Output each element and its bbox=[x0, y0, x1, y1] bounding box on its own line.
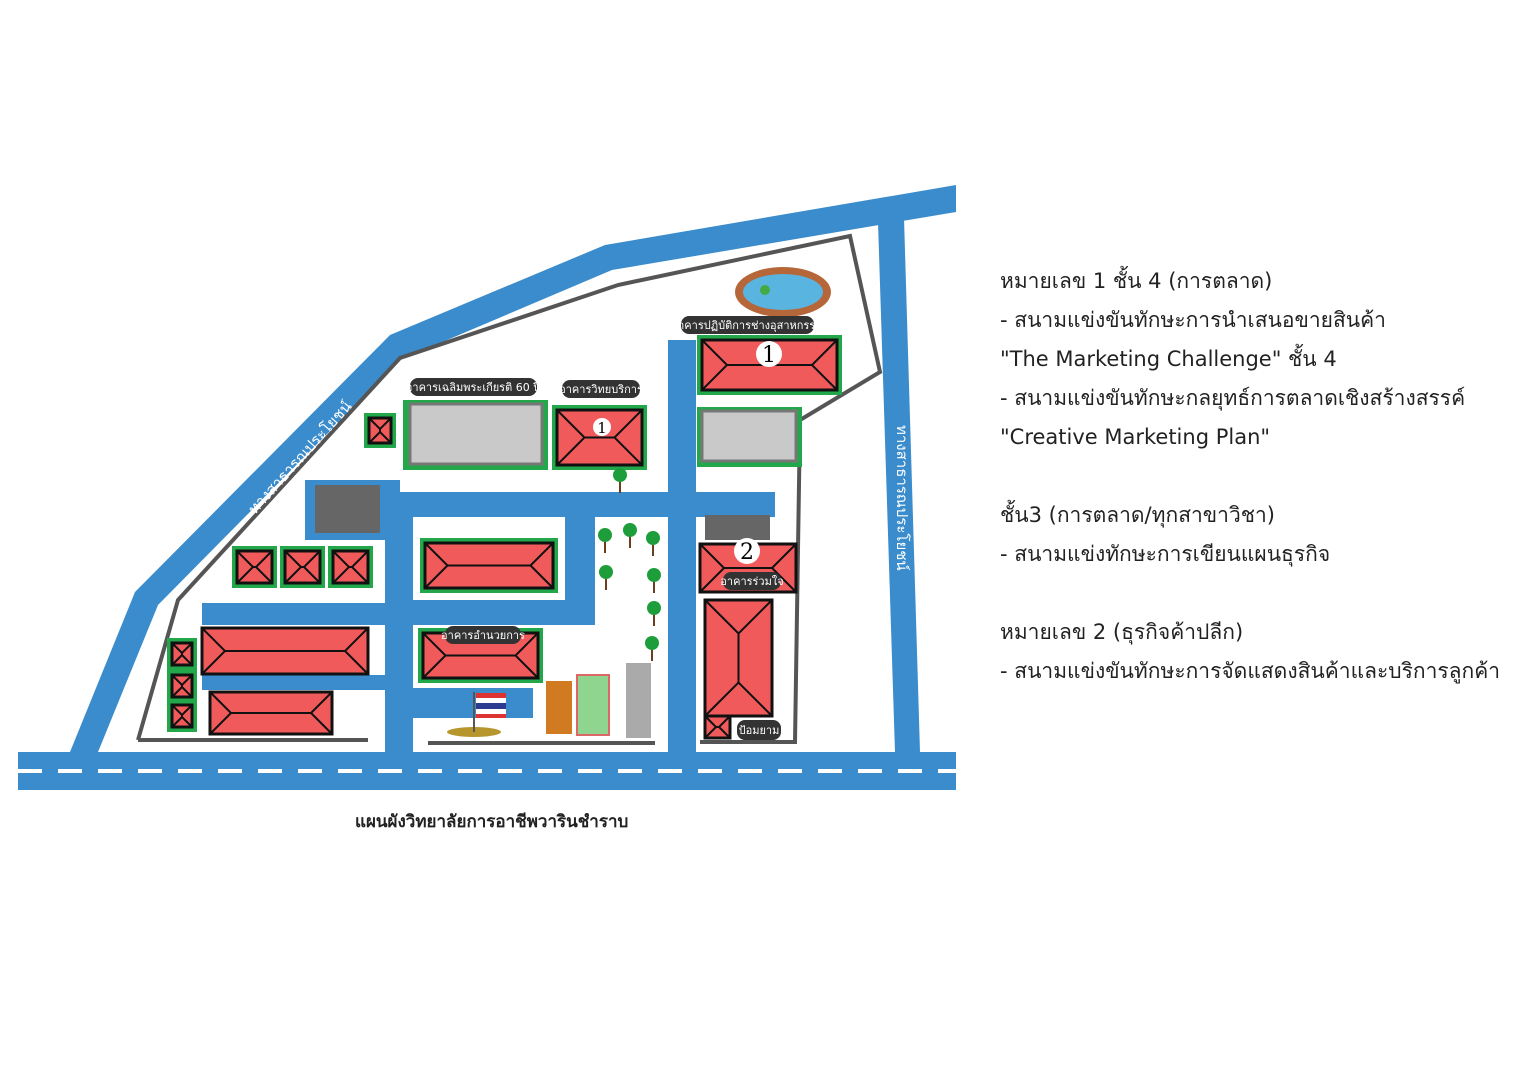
marker-2-ruamjai: 2 bbox=[740, 540, 754, 565]
markers: 1 1 2 bbox=[593, 341, 782, 565]
trees bbox=[598, 468, 661, 661]
legend: หมายเลข 1 ชั้น 4 (การตลาด) - สนามแข่งขัน… bbox=[1000, 262, 1500, 691]
legend-line: หมายเลข 1 ชั้น 4 (การตลาด) bbox=[1000, 269, 1273, 293]
tree-icon bbox=[646, 531, 660, 556]
building-labels: อาคารปฏิบัติการช่างอุสาหกรรม อาคารเฉลิมพ… bbox=[406, 316, 823, 740]
tree-icon bbox=[645, 636, 659, 661]
gray-building-east bbox=[697, 407, 802, 467]
map-caption: แผนผังวิทยาลัยการอาชีพวารินชำราบ bbox=[355, 812, 629, 832]
legend-line: - สนามแข่งทักษะการเขียนแผนธุรกิจ bbox=[1000, 542, 1331, 566]
gray-building-chaloem bbox=[403, 400, 548, 470]
legend-line: หมายเลข 2 (ธุรกิจค้าปลีก) bbox=[1000, 620, 1244, 644]
road-label-right: ทางสาธารณประโยชน์ bbox=[893, 425, 911, 571]
label-service: อาคารวิทยบริการ bbox=[559, 383, 643, 396]
right-public-road bbox=[878, 218, 920, 752]
parking-lot-east bbox=[705, 515, 770, 540]
legend-line: - สนามแข่งขันทักษะกลยุทธ์การตลาดเชิงสร้า… bbox=[1000, 386, 1466, 410]
tree-icon bbox=[598, 528, 612, 553]
label-guard: ป้อมยาม bbox=[739, 724, 780, 737]
label-ruamjai: อาคารร่วมใจ bbox=[720, 575, 783, 588]
building-roof bbox=[703, 598, 774, 718]
label-industrial: อาคารปฏิบัติการช่างอุสาหกรรม bbox=[672, 319, 823, 332]
legend-line: "Creative Marketing Plan" bbox=[1000, 425, 1271, 449]
tree-icon bbox=[647, 568, 661, 593]
left-public-road bbox=[70, 185, 956, 752]
court-wood bbox=[546, 681, 572, 734]
legend-line: - สนามแข่งขันทักษะการนำเสนอขายสินค้า bbox=[1000, 308, 1386, 332]
flagpole bbox=[447, 692, 506, 737]
campus-boundary-outer bbox=[136, 233, 883, 744]
label-chaloem: อาคารเฉลิมพระเกียรติ 60 ปี bbox=[406, 381, 540, 394]
legend-line: "The Marketing Challenge" ชั้น 4 bbox=[1000, 347, 1337, 371]
marker-1-industrial: 1 bbox=[762, 343, 776, 368]
pond bbox=[735, 267, 831, 317]
roads bbox=[18, 185, 956, 790]
label-admin: อาคารอำนวยการ bbox=[441, 629, 525, 642]
legend-line: ชั้น3 (การตลาด/ทุกสาขาวิชา) bbox=[1000, 503, 1275, 527]
tree-icon bbox=[647, 601, 661, 626]
tree-icon bbox=[599, 565, 613, 590]
tree-icon bbox=[623, 523, 637, 548]
marker-1-service: 1 bbox=[597, 419, 607, 437]
shrine bbox=[626, 663, 651, 738]
parking-lot-west bbox=[315, 485, 380, 533]
tree-icon bbox=[613, 468, 627, 493]
legend-line: - สนามแข่งขันทักษะการจัดแสดงสินค้าและบริ… bbox=[1000, 659, 1501, 683]
basketball-court bbox=[576, 674, 610, 736]
